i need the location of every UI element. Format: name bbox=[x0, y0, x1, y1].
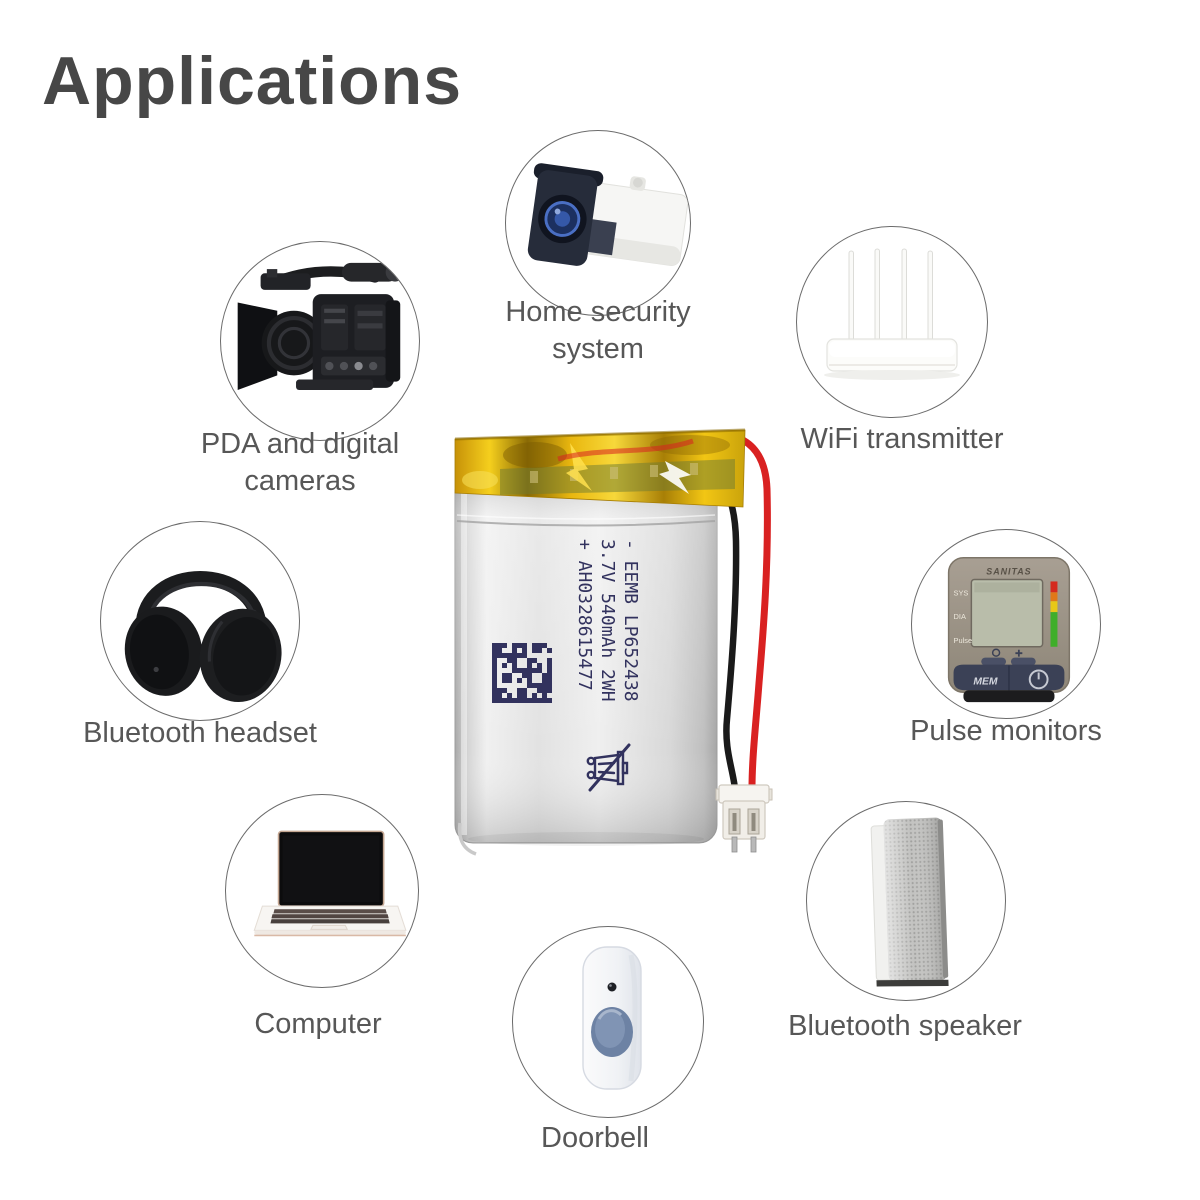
camcorder-lens-hood bbox=[237, 302, 278, 390]
battery-print: - EEMB LP652438 3.7V 540mAh 2WH + AH0328… bbox=[574, 539, 641, 702]
headphones-icon bbox=[124, 570, 282, 703]
caption-computer: Computer bbox=[254, 1008, 382, 1040]
battery-product-image: - EEMB LP652438 3.7V 540mAh 2WH + AH0328… bbox=[440, 425, 800, 865]
data-matrix-code bbox=[492, 643, 552, 703]
app-circle-doorbell bbox=[512, 926, 704, 1118]
speaker-base bbox=[876, 979, 949, 987]
caption-doorbell: Doorbell bbox=[541, 1122, 649, 1154]
battery-print-line3: + AH0328615477 bbox=[574, 539, 595, 691]
doorbell-led bbox=[607, 982, 617, 992]
svg-text:DIA: DIA bbox=[954, 612, 966, 621]
security-camera-icon bbox=[527, 163, 689, 266]
monitor-lcd bbox=[970, 578, 1044, 648]
power-icon bbox=[1028, 669, 1049, 690]
monitor-scale-bar bbox=[1050, 581, 1058, 647]
wifi-router-icon bbox=[824, 248, 960, 380]
svg-text:SYS: SYS bbox=[954, 588, 969, 597]
connector-pin bbox=[731, 836, 738, 853]
memory-button-label: MEM bbox=[973, 676, 998, 687]
app-circle-computer bbox=[225, 794, 419, 988]
caption-home-security: Home security system bbox=[505, 296, 691, 365]
connector-pin bbox=[750, 836, 757, 853]
laptop-keyboard bbox=[270, 909, 390, 924]
app-circle-pulse: SANITAS SYS DIA Pulse MEM bbox=[911, 529, 1101, 719]
battery-print-line2: 3.7V 540mAh 2WH bbox=[597, 539, 618, 702]
jst-connector bbox=[715, 784, 773, 853]
caption-wifi: WiFi transmitter bbox=[800, 423, 1004, 455]
router-antennas bbox=[848, 248, 933, 346]
headband bbox=[135, 570, 267, 636]
app-circle-headset bbox=[100, 521, 300, 721]
camcorder-mic bbox=[341, 262, 399, 282]
page-title: Applications bbox=[42, 43, 463, 119]
app-circle-speaker bbox=[806, 801, 1006, 1001]
right-ear-cup bbox=[199, 608, 282, 703]
doorbell-icon bbox=[582, 946, 642, 1090]
monitor-side-labels: SYS DIA Pulse bbox=[954, 588, 973, 644]
caption-headset: Bluetooth headset bbox=[83, 717, 317, 749]
crossed-out-bin-icon bbox=[586, 743, 631, 792]
speaker-icon bbox=[870, 817, 949, 987]
svg-text:Pulse: Pulse bbox=[954, 636, 973, 645]
app-circle-home-security bbox=[505, 130, 691, 316]
monitor-cuff bbox=[963, 690, 1055, 703]
battery-body bbox=[454, 474, 718, 856]
battery-tape bbox=[454, 428, 746, 508]
monitor-button-right bbox=[1010, 657, 1036, 666]
monitor-brand: SANITAS bbox=[986, 567, 1031, 577]
lipo-battery: - EEMB LP652438 3.7V 540mAh 2WH + AH0328… bbox=[454, 428, 773, 856]
monitor-button-left bbox=[981, 657, 1006, 666]
laptop-trackpad bbox=[310, 924, 349, 930]
caption-pda-cameras: PDA and digital cameras bbox=[200, 428, 400, 497]
app-circle-pda-cameras bbox=[220, 241, 420, 441]
caption-pulse: Pulse monitors bbox=[910, 715, 1102, 747]
camcorder-lens bbox=[261, 310, 327, 376]
laptop-icon bbox=[253, 830, 407, 937]
left-ear-cup bbox=[124, 606, 203, 696]
caption-speaker: Bluetooth speaker bbox=[788, 1010, 1022, 1042]
blood-pressure-monitor-icon: SANITAS SYS DIA Pulse MEM bbox=[947, 556, 1071, 703]
app-circle-wifi bbox=[796, 226, 988, 418]
camcorder-icon bbox=[237, 262, 405, 390]
battery-print-line1: - EEMB LP652438 bbox=[620, 539, 641, 702]
pouch-flap bbox=[457, 822, 477, 856]
